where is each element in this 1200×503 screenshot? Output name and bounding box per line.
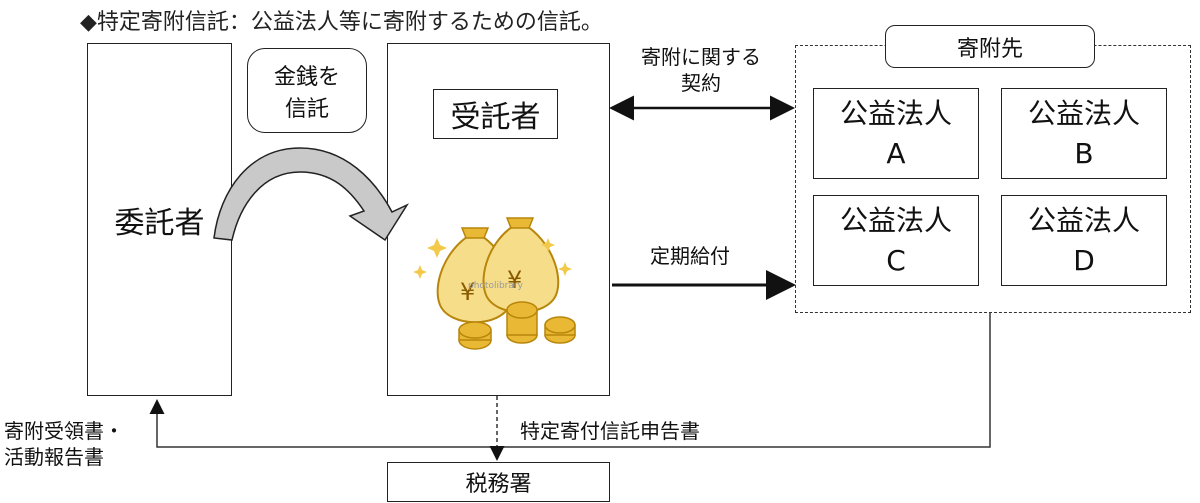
recipient-d-letter: D (1073, 243, 1095, 277)
tax-office-label: 税務署 (465, 472, 532, 497)
truster-label: 委託者 (114, 205, 205, 241)
recipient-b-name: 公益法人 (1027, 96, 1140, 130)
recipients-header-label: 寄附先 (956, 36, 1023, 62)
contract-label-line1: 寄附に関する (641, 45, 761, 69)
recipient-b: 公益法人 B (1001, 88, 1167, 179)
money-trust-line2: 信託 (284, 96, 329, 122)
recipient-b-letter: B (1074, 136, 1094, 170)
recipient-d: 公益法人 D (1001, 195, 1167, 286)
trustee-box: 受託者 (387, 43, 610, 396)
receipt-label-line2: 活動報告書 (4, 445, 104, 469)
recipients-header: 寄附先 (885, 25, 1095, 68)
money-trust-line1: 金銭を (273, 64, 340, 90)
recipient-c-letter: C (886, 243, 906, 277)
truster-box: 委託者 (87, 43, 232, 396)
recipient-c-name: 公益法人 (839, 203, 952, 237)
declaration-label: 特定寄付信託申告書 (520, 419, 700, 443)
tax-office-box: 税務署 (387, 462, 610, 502)
receipt-label-line1: 寄附受領書・ (4, 419, 124, 443)
trustee-label-box: 受託者 (433, 89, 558, 139)
recipient-a: 公益法人 A (813, 88, 979, 179)
recipient-a-letter: A (886, 136, 906, 170)
recipient-a-name: 公益法人 (839, 96, 952, 130)
contract-label: 寄附に関する 契約 (626, 44, 776, 96)
recipient-d-name: 公益法人 (1027, 203, 1140, 237)
payment-label: 定期給付 (650, 244, 730, 268)
money-trust-bubble: 金銭を 信託 (247, 48, 367, 133)
receipt-label: 寄附受領書・ 活動報告書 (4, 418, 124, 470)
money-transfer-curve-arrow (213, 147, 409, 242)
trustee-label: 受託者 (450, 100, 541, 135)
diagram-title: ◆特定寄附信託：公益法人等に寄附するための信託。 (80, 10, 603, 35)
contract-label-line2: 契約 (681, 71, 721, 95)
recipient-c: 公益法人 C (813, 195, 979, 286)
